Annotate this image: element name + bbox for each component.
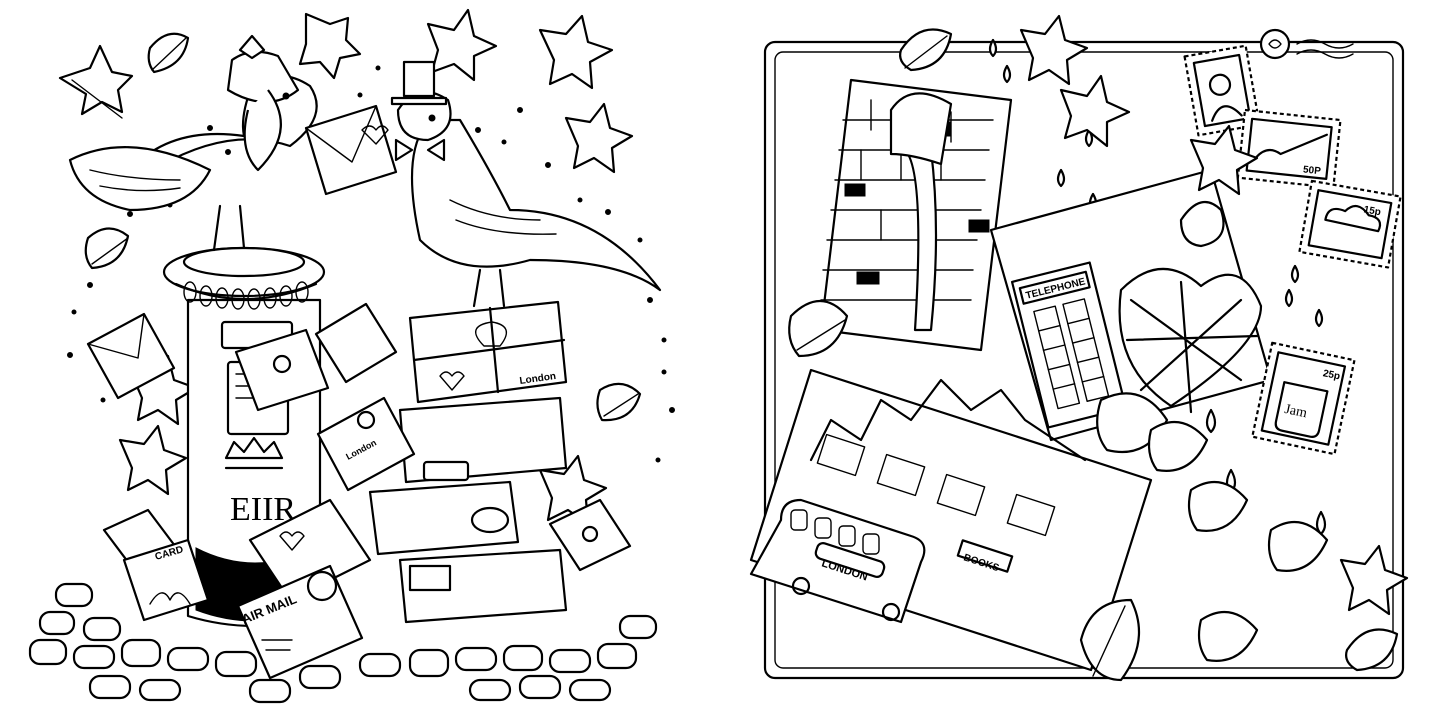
street-postcard: LONDON BOOKS: [749, 368, 1153, 672]
bird-with-bonnet: [68, 34, 318, 252]
air-mail-letter: AIR MAIL: [236, 564, 364, 680]
leaves: [788, 14, 1409, 682]
right-page-illustration: TELEPHONE: [721, 0, 1442, 721]
bird-with-top-hat: [390, 60, 662, 308]
card: CARD: [122, 538, 210, 622]
jam-label: Jam: [1283, 402, 1308, 421]
left-page-illustration: EIIR: [28, 8, 675, 704]
stamp-value-15p: 15p: [1363, 204, 1382, 218]
telephone-postcard: TELEPHONE: [989, 168, 1273, 442]
cobblestones: [28, 582, 658, 704]
post-box-scene: EIIR: [28, 8, 675, 704]
parcel-stack: London: [368, 300, 568, 624]
parcel-label: London: [519, 371, 557, 387]
envelope-in-beak: [304, 104, 398, 196]
brick-wall-postcard: [819, 78, 1013, 352]
stamps: 50P 15p Jam 25p: [1183, 28, 1402, 456]
flying-envelopes: London: [86, 302, 632, 602]
stamp-value-50p: 50P: [1302, 164, 1321, 177]
london-postcards-scene: TELEPHONE: [749, 14, 1409, 682]
stamp-value-25p: 25p: [1322, 368, 1341, 382]
